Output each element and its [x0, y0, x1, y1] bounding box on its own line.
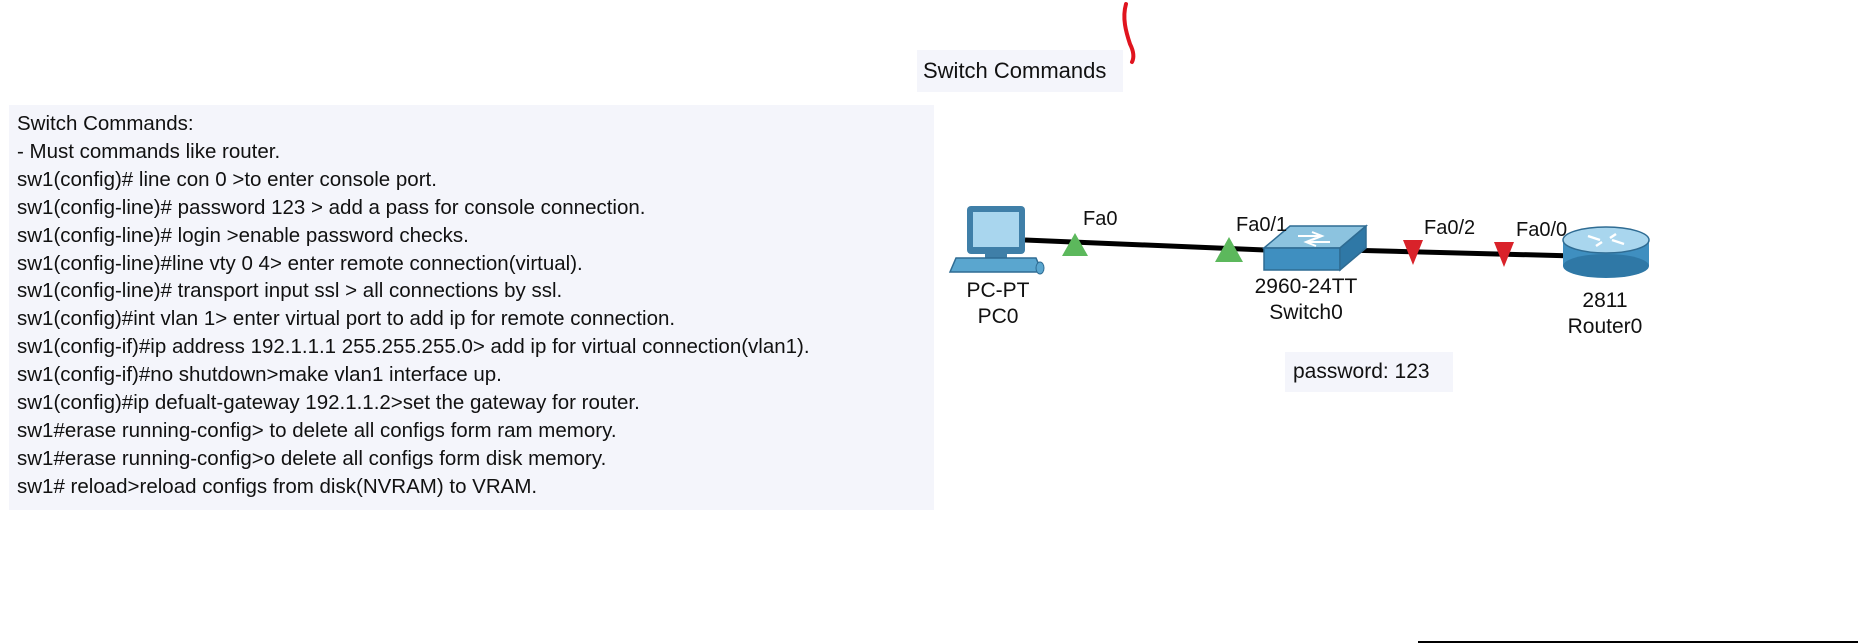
note-line: sw1(config-if)#ip address 192.1.1.1 255.… — [17, 335, 810, 359]
notes-panel[interactable]: Switch Commands: - Must commands like ro… — [9, 105, 934, 510]
note-line: sw1#erase running-config> to delete all … — [17, 418, 617, 442]
pc-name-label: PC0 — [977, 305, 1019, 328]
title-note[interactable]: Switch Commands — [917, 50, 1123, 92]
port-label-pc-fa0: Fa0 — [1083, 208, 1118, 230]
note-line: Switch Commands: — [17, 112, 194, 135]
port-label-sw-fa0-1: Fa0/1 — [1236, 214, 1288, 236]
link-up-indicator-pc — [1062, 233, 1088, 256]
note-line: sw1(config)# line con 0 >to enter consol… — [17, 167, 437, 191]
router-type-label: 2811 — [1582, 289, 1628, 312]
note-line: - Must commands like router. — [17, 139, 281, 163]
link-up-indicator-sw1 — [1215, 237, 1243, 262]
switch-name-label: Switch0 — [1269, 301, 1343, 324]
pc-icon — [948, 206, 1045, 275]
annotation-stroke — [1122, 2, 1136, 64]
router-device[interactable] — [1561, 226, 1651, 280]
switch-icon — [1261, 224, 1369, 272]
note-line: sw1(config-line)# password 123 > add a p… — [17, 195, 646, 219]
link-switch-router — [1344, 247, 1576, 259]
link-down-indicator-rt — [1494, 242, 1514, 267]
router-icon — [1562, 226, 1650, 278]
pc-device[interactable] — [950, 204, 1046, 274]
note-line: sw1(config)#int vlan 1> enter virtual po… — [17, 307, 676, 331]
note-line: sw1#erase running-config>o delete all co… — [17, 446, 607, 470]
router-name-label: Router0 — [1567, 315, 1643, 338]
link-down-indicator-sw2 — [1403, 240, 1423, 265]
port-label-sw-fa0-2: Fa0/2 — [1424, 217, 1476, 239]
switch-type-label: 2960-24TT — [1254, 275, 1358, 298]
note-line: sw1(config-line)#line vty 0 4> enter rem… — [17, 251, 583, 275]
note-line: sw1(config-if)#no shutdown>make vlan1 in… — [17, 363, 502, 387]
port-label-rt-fa0-0: Fa0/0 — [1516, 219, 1568, 241]
pc-type-label: PC-PT — [966, 279, 1030, 302]
note-line: sw1# reload>reload configs from disk(NVR… — [17, 474, 538, 498]
password-note[interactable]: password: 123 — [1285, 352, 1453, 392]
note-line: sw1(config-line)# transport input ssl > … — [17, 279, 563, 303]
note-line: sw1(config)#ip defualt-gateway 192.1.1.2… — [17, 391, 640, 415]
note-line: sw1(config-line)# login >enable password… — [17, 223, 469, 247]
